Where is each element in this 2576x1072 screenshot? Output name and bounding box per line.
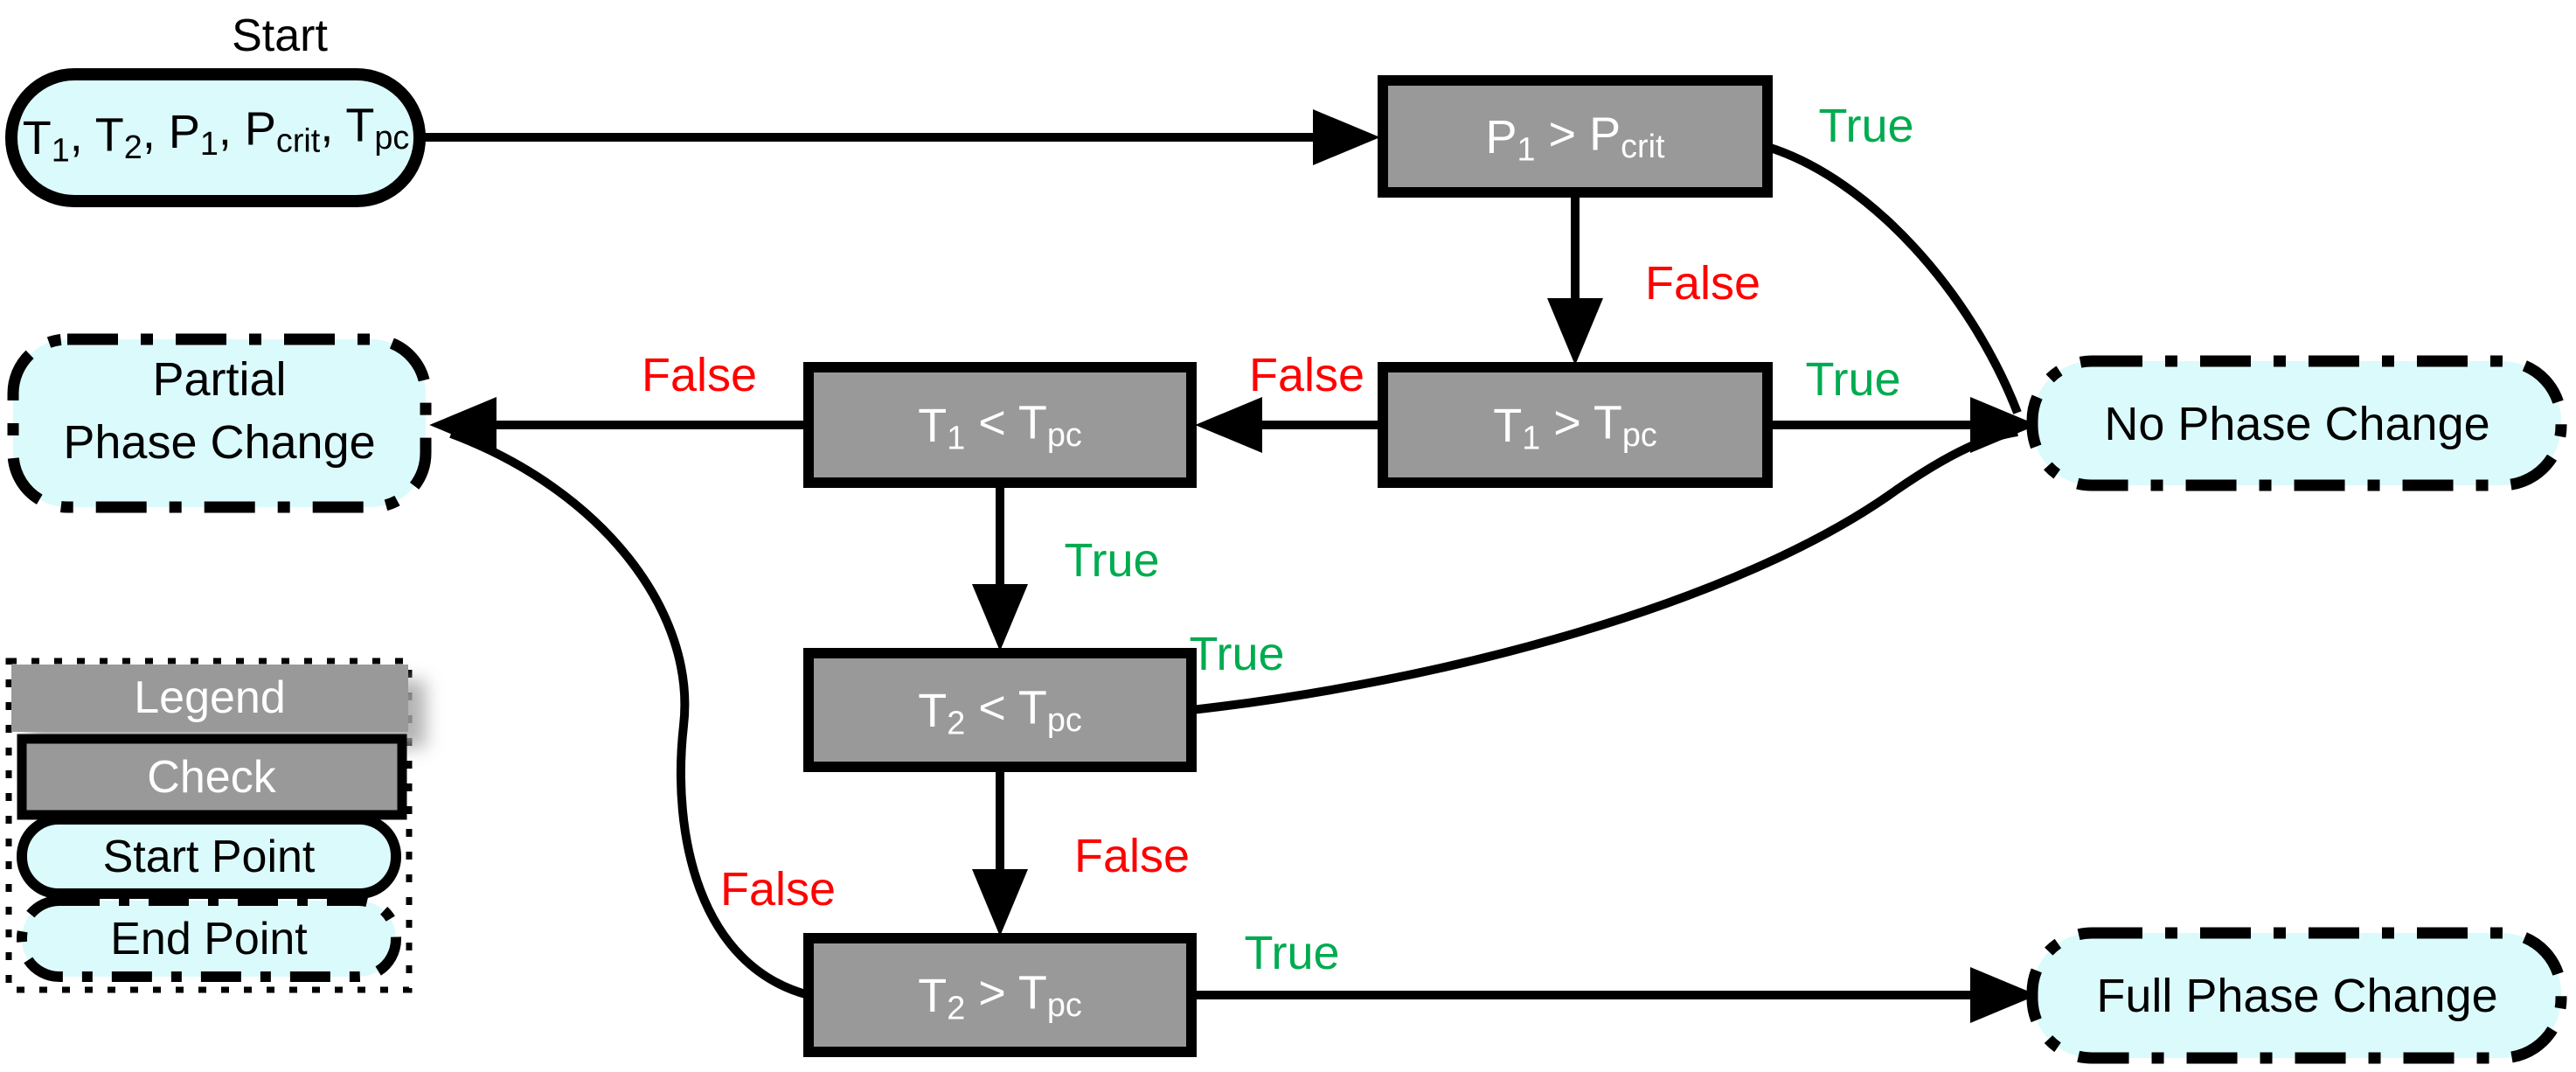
check-t1-gt-tpc-label: T1 > Tpc	[1493, 396, 1657, 456]
label-t1gt-false: False	[1249, 349, 1364, 401]
start-caption: Start	[232, 10, 328, 61]
check-t2-lt-tpc: T2 < Tpc	[803, 648, 1197, 772]
check-t1-lt-tpc: T1 < Tpc	[803, 362, 1197, 488]
label-p1-true: True	[1818, 100, 1913, 152]
check-p1-gt-pcrit-shape	[1378, 75, 1773, 198]
legend: Legend Check Start Point End Point	[5, 658, 426, 993]
start-node-shape	[5, 68, 426, 207]
terminal-partial-line1: Partial	[152, 353, 286, 406]
label-t2gt-true: True	[1244, 927, 1339, 979]
check-nodes: P1 > Pcrit T1 > Tpc T1 < Tpc T2 < Tpc T2…	[803, 75, 1773, 1057]
legend-start-point-swatch	[17, 814, 401, 899]
terminal-partial-line2: Phase Change	[63, 416, 375, 469]
terminal-no-phase-change: No Phase Change	[2026, 355, 2567, 491]
legend-title-label: Legend	[134, 672, 286, 723]
start-node-label: T1, T2, P1, Pcrit, Tpc	[23, 100, 410, 170]
terminal-full-phase-change-label: Full Phase Change	[2096, 970, 2497, 1022]
legend-check-label: Check	[147, 752, 276, 803]
edge-t2lt-true-to-no-phase-change	[1191, 428, 2018, 714]
terminal-full-phase-change-shape	[2026, 927, 2567, 1064]
label-t2gt-false: False	[720, 863, 836, 915]
check-t1-gt-tpc: T1 > Tpc	[1378, 362, 1773, 488]
check-t2-gt-tpc-label: T2 > Tpc	[918, 966, 1082, 1027]
label-p1-false: False	[1645, 257, 1760, 310]
label-t1lt-false: False	[642, 349, 757, 401]
legend-end-point-label: End Point	[110, 914, 308, 964]
terminal-partial-phase-change-shape	[7, 333, 432, 513]
legend-start-point-label: Start Point	[103, 832, 316, 882]
check-t2-gt-tpc-shape	[803, 933, 1197, 1057]
label-t1gt-true: True	[1805, 353, 1900, 406]
label-t2lt-true: True	[1189, 628, 1284, 680]
terminal-no-phase-change-label: No Phase Change	[2104, 398, 2489, 450]
check-t2-lt-tpc-shape	[803, 648, 1197, 772]
edge-p1-true-to-no-phase-change	[1766, 143, 2022, 414]
label-t2lt-false: False	[1074, 830, 1190, 882]
terminal-full-phase-change: Full Phase Change	[2026, 927, 2567, 1064]
check-p1-gt-pcrit: P1 > Pcrit	[1378, 75, 1773, 198]
terminal-nodes: No Phase Change Partial Phase Change Ful…	[7, 333, 2567, 1064]
check-t1-gt-tpc-shape	[1378, 362, 1773, 488]
check-t2-gt-tpc: T2 > Tpc	[803, 933, 1197, 1057]
check-t1-lt-tpc-label: T1 < Tpc	[918, 396, 1082, 456]
check-t1-lt-tpc-shape	[803, 362, 1197, 488]
terminal-partial-phase-change: Partial Phase Change	[7, 333, 432, 513]
check-p1-gt-pcrit-label: P1 > Pcrit	[1485, 108, 1665, 168]
legend-title-bar	[11, 665, 408, 732]
edge-t2gt-false-to-partial	[449, 429, 810, 999]
legend-check-swatch	[17, 734, 407, 820]
start-node: Start T1, T2, P1, Pcrit, Tpc	[5, 10, 426, 207]
edges	[420, 109, 2038, 1023]
check-t2-lt-tpc-label: T2 < Tpc	[918, 681, 1082, 741]
branch-labels: True False True False False True True Fa…	[642, 100, 1914, 979]
terminal-no-phase-change-shape	[2026, 355, 2567, 491]
label-t1lt-true: True	[1064, 534, 1159, 587]
legend-end-point-swatch	[17, 895, 401, 982]
